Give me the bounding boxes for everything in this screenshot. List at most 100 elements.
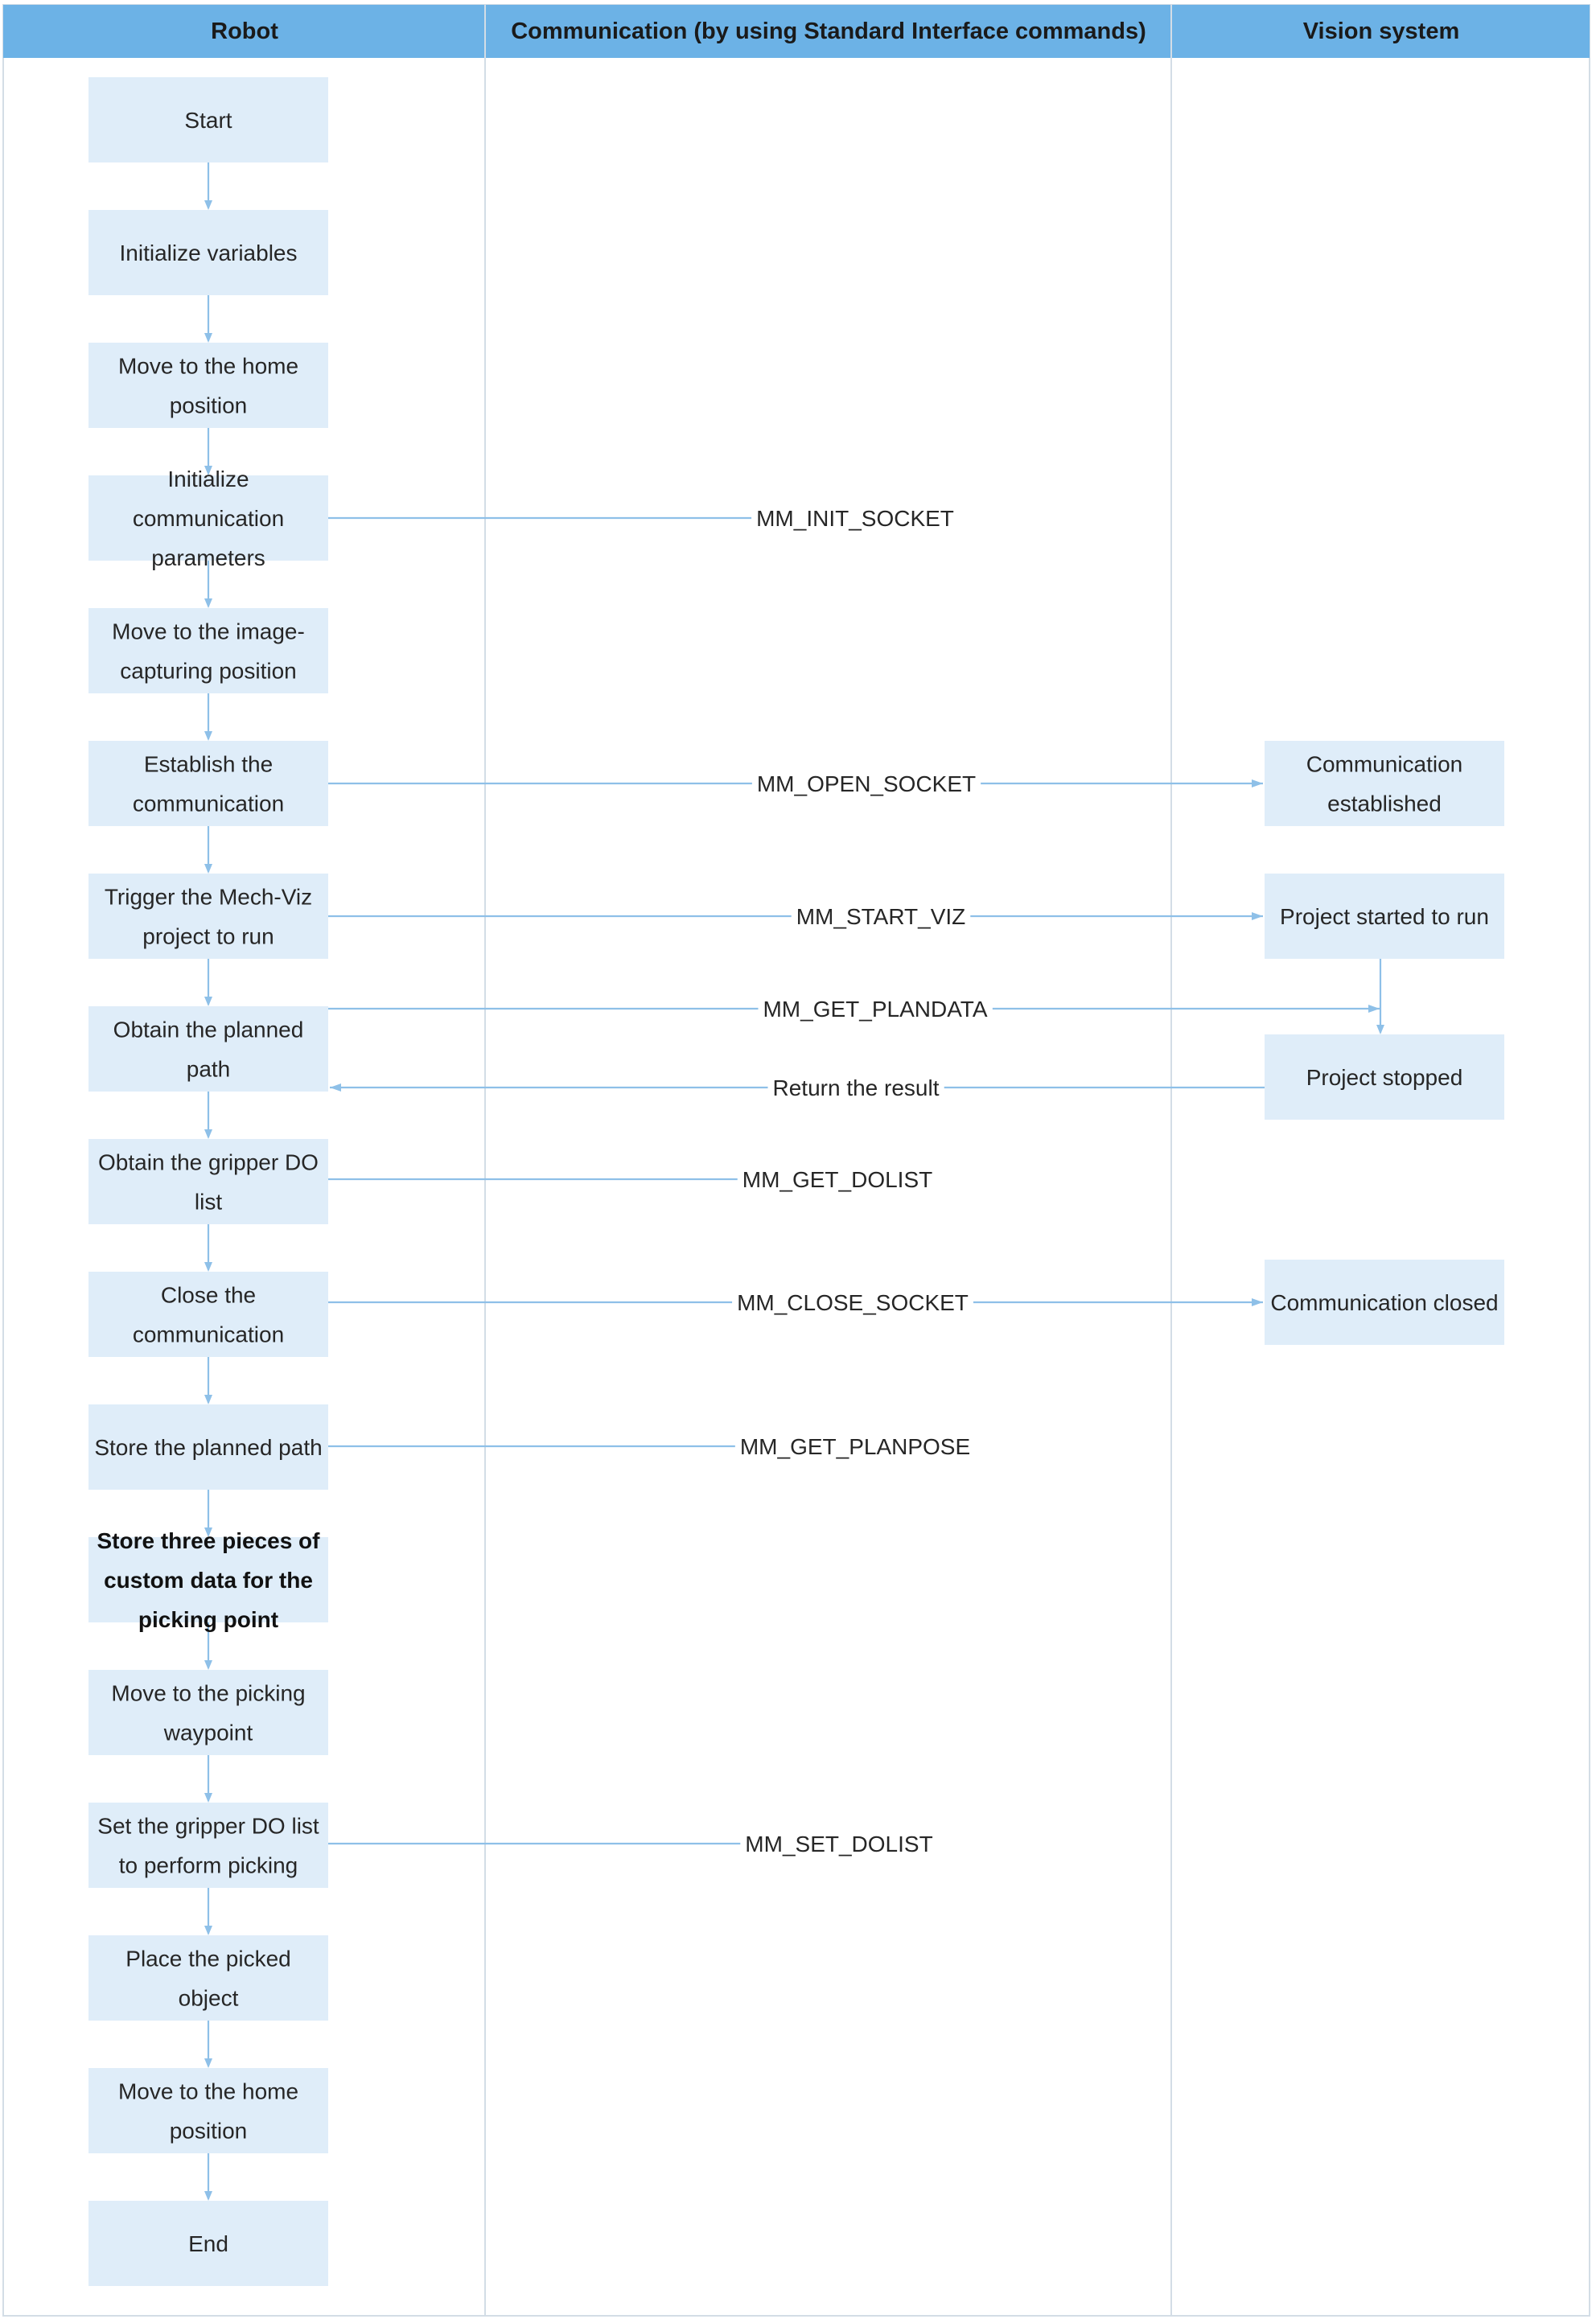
flow-arrow-head [204,1395,212,1404]
vision-step-box-label: established [1327,792,1442,816]
robot-step-box-shape [88,2068,328,2153]
robot-step-box-label: Trigger the Mech-Viz [105,885,312,910]
message-label-backing [740,1830,938,1858]
robot-step-box-label: capturing position [120,659,296,684]
flow-arrow-head [204,731,212,741]
robot-step-store-path: Store the planned path [88,1404,328,1490]
robot-step-box-label: picking point [138,1607,278,1632]
vision-step-box-label: Communication [1306,752,1463,777]
robot-step-set-dolist: Set the gripper DO list to perform pickin… [88,1803,328,1888]
flow-arrows [204,162,1384,2201]
robot-step-move-capture: Move to the image-capturing position [88,608,328,693]
header-bar [3,5,1590,58]
robot-step-box-shape [88,608,328,693]
robot-step-box-shape [88,741,328,826]
flow-arrow-head [204,466,212,475]
vision-step-box-label: Project stopped [1306,1065,1463,1090]
message-label-close-socket: MM_CLOSE_SOCKET [737,1290,969,1315]
message-label-init-socket: MM_INIT_SOCKET [756,506,954,531]
vision-step-project-stopped: Project stopped [1265,1034,1504,1120]
robot-step-box-label: Establish the [144,752,273,777]
robot-step-box-shape [88,2201,328,2286]
robot-step-box-label: path [187,1057,231,1082]
robot-step-box-label: waypoint [163,1721,253,1745]
robot-step-establish-comm: Establish the communication [88,741,328,826]
message-label-get-dolist: MM_GET_DOLIST [742,1167,932,1192]
vision-step-box-shape [1265,741,1504,826]
vision-step-box-label: Project started to run [1280,904,1489,929]
message-labels: MM_INIT_SOCKET MM_OPEN_SOCKET MM_START_VIZ… [732,504,993,1858]
robot-step-box-label: custom data for the [104,1568,313,1593]
robot-step-box-label: Move to the image- [112,619,305,644]
message-label-get-plandata: MM_GET_PLANDATA [763,997,987,1022]
message-label-start-viz: MM_START_VIZ [796,904,966,929]
robot-step-box-label: Set the gripper DO list [97,1814,319,1839]
lane-header-robot: Robot [211,19,278,44]
robot-step-move-picking: Move to the picking waypoint [88,1670,328,1755]
flow-arrow-head [204,598,212,608]
message-label-backing [751,504,959,532]
robot-step-box-shape [88,343,328,428]
robot-step-box-label: communication [133,1322,284,1347]
robot-step-box-label: Move to the home [118,2079,298,2104]
message-label-open-socket: MM_OPEN_SOCKET [757,771,976,796]
robot-step-box-label: Obtain the gripper DO [98,1150,319,1175]
message-label-backing [734,1433,976,1461]
robot-step-end: End [88,2201,328,2286]
vision-step-box-shape [1265,1260,1504,1345]
flow-arrow-head [204,2058,212,2068]
message-label-backing [737,1166,938,1194]
vision-step-project-started: Project started to run [1265,874,1504,959]
robot-step-box-shape [88,1404,328,1490]
message-arrow-head [1252,912,1263,920]
vision-flow-arrow-head [1376,1025,1384,1034]
flow-arrow-head [204,200,212,210]
flow-arrow-head [204,997,212,1006]
vision-step-comm-established: Communication established [1265,741,1504,826]
message-label-backing [791,903,971,931]
lane-header-vision: Vision system [1303,19,1460,44]
vision-step-box-shape [1265,1034,1504,1120]
robot-step-box-label: Close the [161,1283,256,1308]
robot-step-box-shape [88,77,328,162]
robot-step-box-shape [88,874,328,959]
robot-step-box-label: list [195,1190,222,1215]
robot-step-box-label: to perform picking [119,1853,298,1878]
message-label-get-planpose: MM_GET_PLANPOSE [740,1434,970,1459]
flow-arrow-head [204,1129,212,1139]
robot-step-box-label: Move to the picking [111,1681,305,1706]
robot-step-box-shape [88,1670,328,1755]
robot-step-box-shape [88,1139,328,1224]
robot-step-box-label: Initialize [167,467,249,491]
vision-step-box-shape [1265,874,1504,959]
robot-step-move-home-2: Move to the home position [88,2068,328,2153]
robot-step-box-label: communication [133,792,284,816]
message-label-set-dolist: MM_SET_DOLIST [745,1832,932,1856]
robot-step-obtain-dolist: Obtain the gripper DO list [88,1139,328,1224]
robot-step-box-label: position [170,2119,248,2144]
flow-arrow-head [204,1660,212,1670]
robot-step-init-variables: Initialize variables [88,210,328,295]
flow-arrow-head [204,1262,212,1272]
flow-arrow-head [204,1793,212,1803]
robot-step-box-label: parameters [151,545,265,570]
robot-step-box-label: Start [184,108,232,133]
vision-step-box-label: Communication closed [1270,1290,1498,1315]
robot-step-box-shape [88,1935,328,2021]
robot-step-box-shape [88,475,328,561]
message-label-backing [732,1289,973,1317]
flow-arrow-head [204,2191,212,2201]
message-label-backing [751,770,981,798]
robot-step-box-shape [88,1803,328,1888]
vision-step-comm-closed: Communication closed [1265,1260,1504,1345]
message-label-backing [767,1074,944,1102]
flow-arrow-head [204,1926,212,1935]
robot-step-box-label: End [188,2231,228,2256]
